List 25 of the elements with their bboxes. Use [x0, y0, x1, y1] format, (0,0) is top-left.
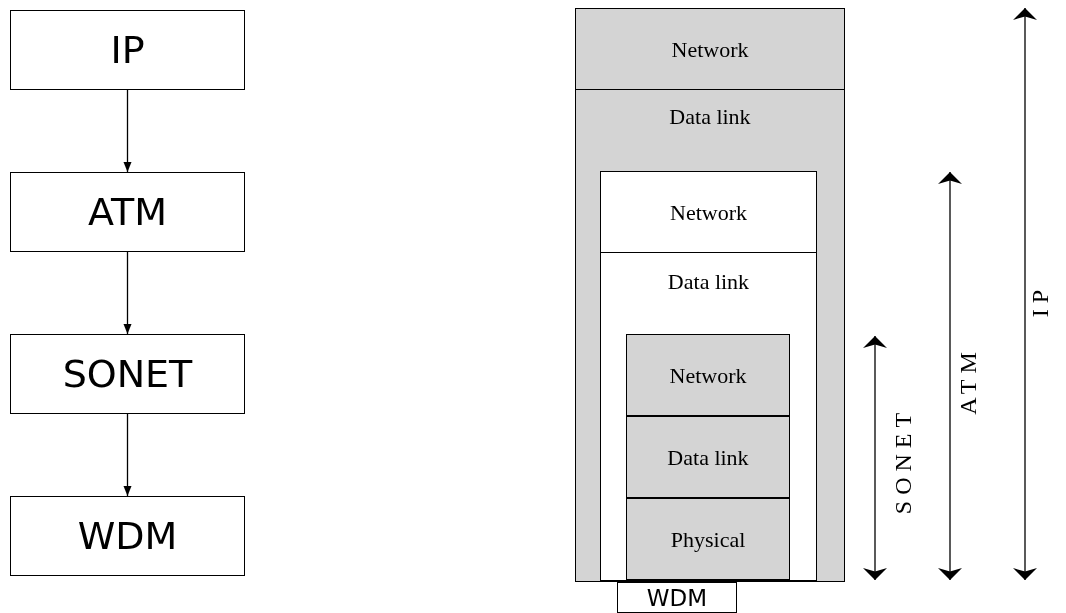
process-box [10, 334, 245, 414]
process-box [10, 172, 245, 252]
process-box [10, 10, 245, 90]
layer-band [626, 416, 790, 498]
layer-label: ATM [88, 190, 167, 236]
layer-label: WDM [77, 514, 178, 560]
layer-label: IP [110, 28, 145, 74]
stack-box [600, 171, 817, 581]
layer-label: Physical [670, 527, 746, 554]
layer-band [617, 582, 737, 613]
layer-label: Data link [669, 104, 751, 131]
layer-label: Data link [667, 444, 749, 472]
layer-label: Data link [667, 269, 750, 296]
arrow [123, 251, 132, 335]
span-label: ATM [954, 345, 982, 415]
arrow [123, 413, 132, 497]
arrow [123, 89, 132, 173]
layer-label: WDM [646, 584, 708, 613]
layer-label: SONET [62, 352, 193, 398]
layer-label: Network [670, 199, 747, 227]
span-label: IP [1026, 283, 1054, 317]
layer-label: Network [671, 36, 749, 64]
span-label: SONET [889, 406, 917, 514]
process-box [10, 496, 245, 576]
layer-label: Network [669, 362, 747, 390]
